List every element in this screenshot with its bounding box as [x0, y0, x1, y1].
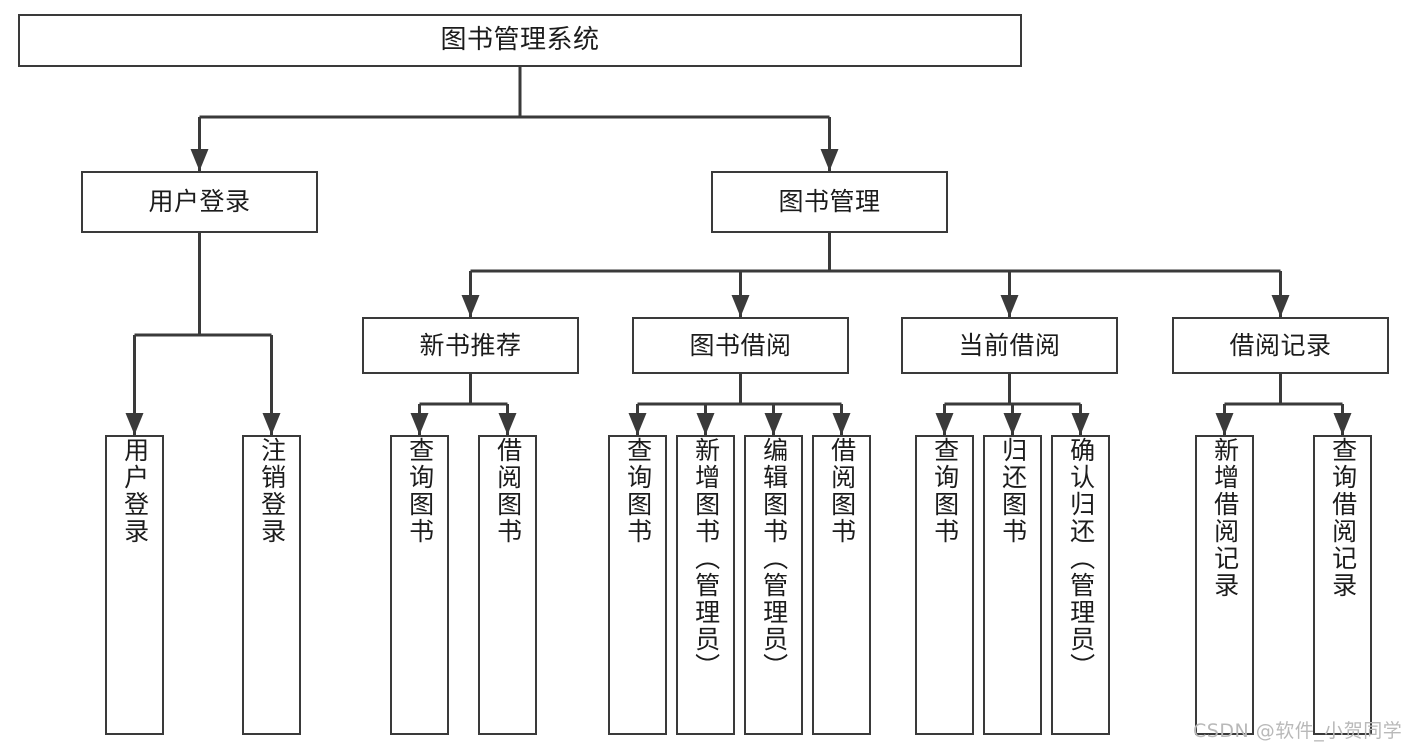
node-label: 新书推荐 — [419, 330, 522, 360]
leaf-query-book-recommend[interactable]: 查询图书 — [390, 435, 449, 735]
node-label: 注销登录 — [257, 437, 287, 545]
leaf-borrow-book[interactable]: 借阅图书 — [812, 435, 871, 735]
node-label: 查询图书 — [405, 437, 435, 545]
node-label: 编辑图书（管理员） — [759, 437, 789, 680]
leaf-add-borrow-record[interactable]: 新增借阅记录 — [1195, 435, 1254, 735]
node-label: 归还图书 — [998, 437, 1028, 545]
node-label: 查询图书 — [930, 437, 960, 545]
node-user-login[interactable]: 用户登录 — [81, 171, 318, 233]
node-book-manage[interactable]: 图书管理 — [711, 171, 948, 233]
leaf-confirm-return[interactable]: 确认归还（管理员） — [1051, 435, 1110, 735]
node-root-system[interactable]: 图书管理系统 — [18, 14, 1022, 67]
leaf-return-book[interactable]: 归还图书 — [983, 435, 1042, 735]
node-book-borrow[interactable]: 图书借阅 — [632, 317, 849, 374]
node-label: 图书管理系统 — [440, 25, 600, 56]
node-label: 用户登录 — [120, 437, 150, 545]
node-label: 图书管理 — [778, 187, 881, 217]
node-label: 确认归还（管理员） — [1066, 437, 1096, 680]
node-new-book-recommend[interactable]: 新书推荐 — [362, 317, 579, 374]
leaf-logout[interactable]: 注销登录 — [242, 435, 301, 735]
csdn-watermark: CSDN @软件_小贺同学 — [1193, 720, 1403, 742]
node-label: 新增图书（管理员） — [691, 437, 721, 680]
node-label: 查询图书 — [623, 437, 653, 545]
node-label: 借阅图书 — [827, 437, 857, 545]
node-current-borrow[interactable]: 当前借阅 — [901, 317, 1118, 374]
leaf-query-book-borrow[interactable]: 查询图书 — [608, 435, 667, 735]
node-label: 图书借阅 — [689, 330, 792, 360]
leaf-query-borrow-record[interactable]: 查询借阅记录 — [1313, 435, 1372, 735]
node-label: 当前借阅 — [958, 330, 1061, 360]
node-label: 借阅记录 — [1229, 330, 1332, 360]
node-label: 新增借阅记录 — [1210, 437, 1240, 599]
node-borrow-record[interactable]: 借阅记录 — [1172, 317, 1389, 374]
leaf-edit-book[interactable]: 编辑图书（管理员） — [744, 435, 803, 735]
leaf-add-book[interactable]: 新增图书（管理员） — [676, 435, 735, 735]
leaf-borrow-book-recommend[interactable]: 借阅图书 — [478, 435, 537, 735]
leaf-query-book-current[interactable]: 查询图书 — [915, 435, 974, 735]
node-label: 查询借阅记录 — [1328, 437, 1358, 599]
node-label: 用户登录 — [148, 187, 251, 217]
node-label: 借阅图书 — [493, 437, 523, 545]
leaf-user-login[interactable]: 用户登录 — [105, 435, 164, 735]
